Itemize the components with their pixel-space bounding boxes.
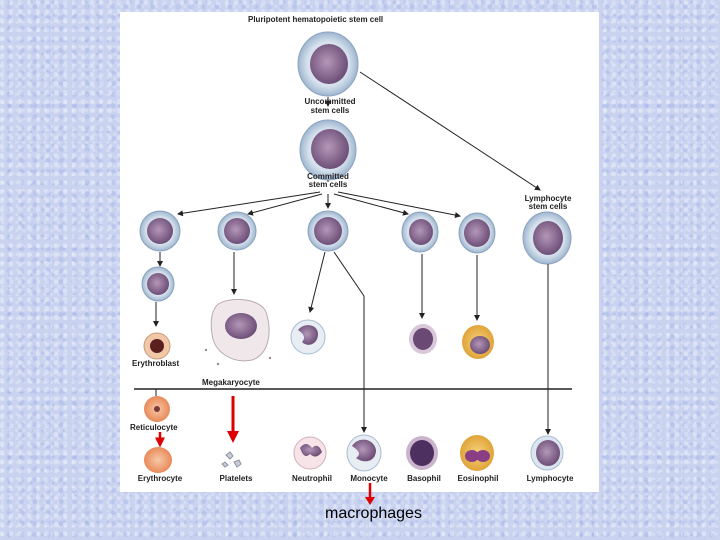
basophil-precursor: [409, 324, 437, 354]
hematopoiesis-diagram: Pluripotent hematopoietic stem cell Unco…: [130, 15, 574, 483]
eosinophil-cell: [460, 435, 494, 471]
reticulocyte-cell: [144, 396, 170, 422]
metamyelocyte-cell: [290, 319, 326, 355]
eosinophil-label: Eosinophil: [458, 474, 499, 483]
lymphocyte-label: Lymphocyte: [527, 474, 574, 483]
uncommitted-label-1: Uncommitted: [304, 97, 355, 106]
neutrophil-label: Neutrophil: [292, 474, 332, 483]
progenitor-basophil: [401, 211, 439, 253]
macrophages-caption: macrophages: [325, 505, 422, 522]
megakaryocyte-cell: [204, 298, 272, 366]
erythrocyte-label: Erythrocyte: [138, 474, 183, 483]
progenitor-megakaryocyte: [217, 211, 257, 251]
platelets-cells: [221, 451, 242, 468]
platelets-label: Platelets: [220, 474, 253, 483]
uncommitted-label-2: stem cells: [311, 106, 350, 115]
progenitor-erythroid: [139, 210, 181, 252]
lymphocyte-stem-label-1: Lymphocyte: [525, 194, 572, 203]
committed-label-1: Committed: [307, 172, 349, 181]
progenitor-eosinophil: [458, 212, 496, 254]
progenitor-granulocyte-monocyte: [307, 210, 349, 252]
lymphocyte-cell: [530, 435, 564, 471]
uncommitted-stem-cell: [299, 119, 357, 181]
eosinophil-precursor: [462, 325, 494, 359]
diagram-panel: Pluripotent hematopoietic stem cell Unco…: [120, 12, 599, 492]
monocyte-cell: [346, 434, 382, 472]
committed-label-2: stem cells: [309, 180, 348, 189]
neutrophil-cell: [293, 436, 327, 470]
macrophage-arrowhead-icon: [365, 497, 375, 505]
erythrocyte-cell: [144, 447, 172, 473]
megakaryocyte-label: Megakaryocyte: [202, 378, 260, 387]
title-label: Pluripotent hematopoietic stem cell: [248, 15, 383, 24]
reticulocyte-label: Reticulocyte: [130, 423, 178, 432]
erythroblast-label: Erythroblast: [132, 359, 179, 368]
proerythroblast: [141, 266, 175, 302]
erythroblast-cell: [143, 332, 171, 360]
pluripotent-stem-cell: [297, 31, 359, 97]
lymphocyte-stem-label-2: stem cells: [529, 202, 568, 211]
monocyte-label: Monocyte: [350, 474, 388, 483]
basophil-label: Basophil: [407, 474, 441, 483]
basophil-cell: [406, 436, 438, 470]
lymphocyte-stem-cell: [522, 211, 572, 265]
